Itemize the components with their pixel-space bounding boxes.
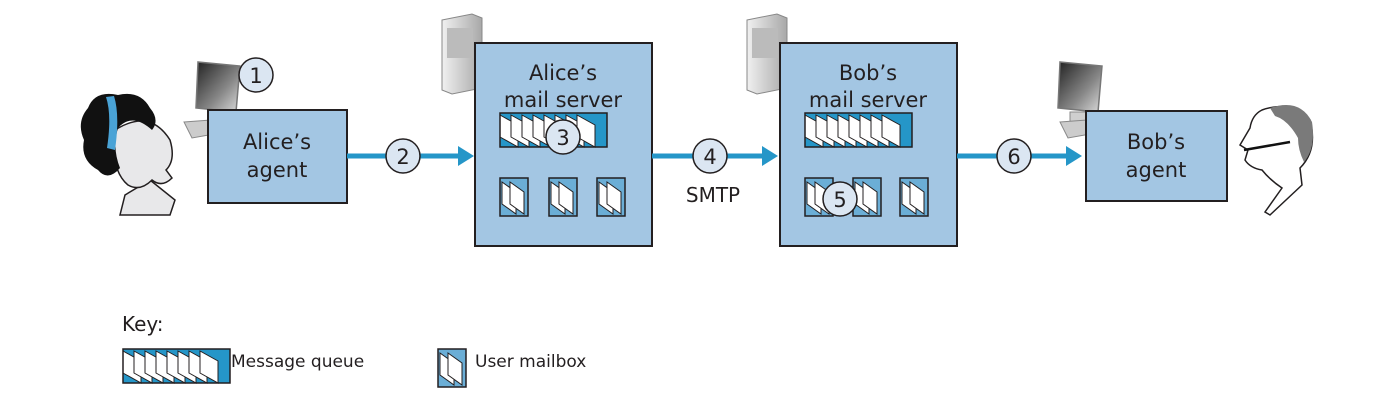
- svg-text:4: 4: [703, 145, 716, 169]
- bob-agent-label-1: Bob’s: [1127, 130, 1185, 154]
- key-title: Key:: [122, 312, 164, 336]
- user-mailbox-icon: [499, 177, 529, 217]
- bob-server-label-1: Bob’s: [839, 61, 897, 85]
- alice-agent-label-2: agent: [247, 158, 308, 182]
- bob-server-label-2: mail server: [809, 88, 928, 112]
- step-1-marker: 1: [238, 57, 274, 93]
- bob-mail-server-node: Bob’s mail server 5: [779, 42, 958, 247]
- alice-server-label-1: Alice’s: [529, 61, 597, 85]
- svg-text:2: 2: [396, 145, 409, 169]
- svg-text:6: 6: [1007, 145, 1020, 169]
- step-6-marker: [996, 138, 1032, 174]
- user-mailbox-icon: [899, 177, 929, 217]
- key-user-mailbox-icon: [437, 348, 467, 388]
- step-4-marker: [692, 138, 728, 174]
- step-5-marker: [822, 181, 858, 217]
- alice-server-label-2: mail server: [504, 88, 623, 112]
- user-mailbox-icon: [852, 177, 882, 217]
- arrow-bob-server-to-agent: 6: [957, 138, 1082, 174]
- bob-agent-node: Bob’s agent: [1085, 110, 1228, 202]
- alice-person-icon: [80, 93, 176, 216]
- user-mailbox-icon: [596, 177, 626, 217]
- bob-person-icon: [1238, 105, 1314, 216]
- smtp-label: SMTP: [686, 183, 740, 207]
- alice-agent-node: Alice’s agent: [207, 109, 348, 204]
- alice-agent-label-1: Alice’s: [243, 130, 311, 154]
- svg-text:1: 1: [249, 64, 262, 88]
- step-3-marker: [545, 119, 581, 155]
- step-2-marker: [385, 138, 421, 174]
- user-mailbox-icon: [548, 177, 578, 217]
- bob-agent-label-2: agent: [1126, 158, 1187, 182]
- arrow-alice-agent-to-server: 2: [347, 138, 474, 174]
- arrow-smtp-transfer: 4 SMTP: [652, 138, 778, 207]
- message-queue-icon: [804, 112, 913, 148]
- key-message-queue-label: Message queue: [231, 352, 364, 372]
- alice-mail-server-node: Alice’s mail server 3: [474, 42, 653, 247]
- key-user-mailbox-label: User mailbox: [475, 352, 586, 372]
- key-message-queue-icon: [122, 348, 231, 384]
- svg-text:3: 3: [556, 126, 569, 150]
- alice-server-tower-icon: [441, 13, 483, 95]
- svg-text:5: 5: [833, 188, 846, 212]
